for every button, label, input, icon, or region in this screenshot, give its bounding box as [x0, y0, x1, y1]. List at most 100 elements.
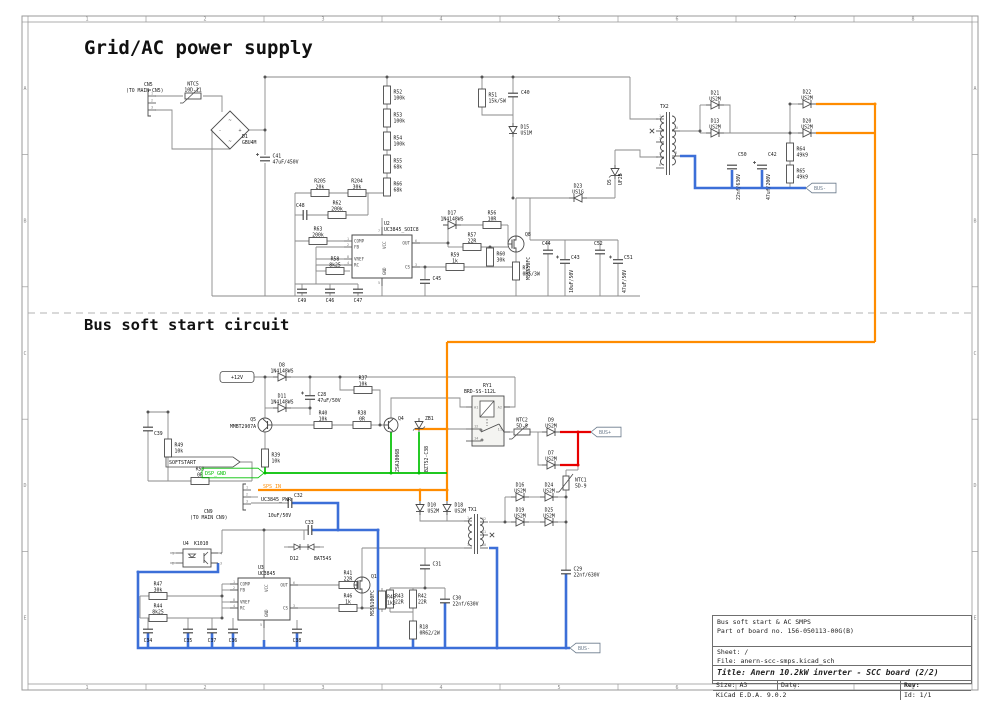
component-C47[interactable]: C47	[353, 288, 363, 304]
component-C35[interactable]: C35	[183, 628, 193, 644]
component-C46[interactable]: C46	[325, 288, 335, 304]
component-C33[interactable]: C33	[305, 520, 314, 535]
net-label-SOFTSTART[interactable]: SOFTSTART	[165, 456, 241, 468]
component-C48[interactable]: C48	[296, 203, 308, 220]
component-C44[interactable]: C44	[542, 241, 553, 255]
component-C39[interactable]: C39	[143, 426, 163, 437]
component-C45[interactable]: C45	[420, 276, 441, 284]
component-C52[interactable]: C52	[594, 241, 605, 255]
net-label-UC3845_PWR[interactable]: UC3845_PWR	[261, 497, 292, 503]
component-C49[interactable]: C49	[297, 288, 307, 304]
net-label-BUS-[interactable]: BUS-	[569, 642, 601, 654]
component-C38[interactable]: C38	[292, 628, 302, 644]
component-C31[interactable]: C31	[420, 562, 441, 570]
net-label-BUS-[interactable]: BUS-	[805, 182, 837, 194]
component-C40[interactable]: C40	[508, 90, 530, 98]
component-C34[interactable]: C34	[143, 628, 153, 644]
net-label-DSP_GND[interactable]: DSP_GND	[201, 467, 265, 479]
net-label-BUS+[interactable]: BUS+	[590, 426, 622, 438]
net-label-+12V[interactable]: +12V	[219, 371, 255, 383]
net-label-SPS_IN[interactable]: SPS_IN	[263, 484, 281, 490]
component-C36[interactable]: C36	[228, 628, 238, 644]
component-C37[interactable]: C37	[207, 628, 217, 644]
